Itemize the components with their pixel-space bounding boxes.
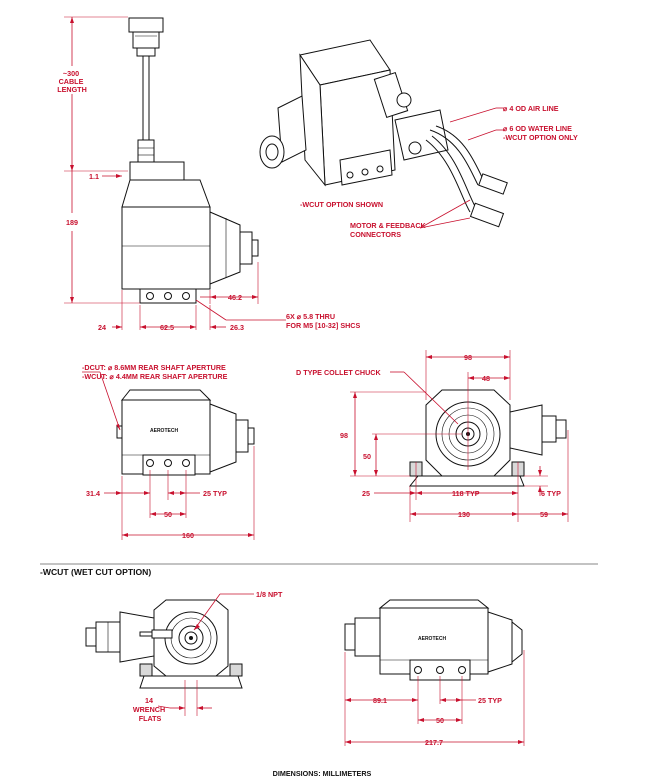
cable-length-line-2: CABLE [59, 77, 84, 86]
dims-end-view [350, 350, 569, 522]
cable-length-line-1: ~300 [63, 69, 79, 78]
wcut-side-view: AEROTECH [344, 599, 523, 681]
dim-130: 130 [458, 510, 470, 519]
dim-6-typ: 6 TYP [541, 489, 561, 498]
isometric-view [259, 39, 508, 228]
wrench-flats-line-3: FLATS [139, 714, 162, 723]
wcut-side-brand: AEROTECH [418, 636, 446, 642]
dim-31-4: 31.4 [86, 489, 100, 498]
dim-160: 160 [182, 531, 194, 540]
dim-98-side: 98 [340, 431, 348, 440]
dim-98-top: 98 [464, 353, 472, 362]
rear-aperture-note: -DCUT: ⌀ 8.6MM REAR SHAFT APERTURE -WCUT… [82, 363, 228, 381]
dims-wcut-end-view [157, 593, 254, 716]
thru-holes-note: 6X ⌀ 5.8 THRU FOR M5 [10-32] SHCS [286, 312, 360, 330]
dims-isometric [419, 107, 504, 229]
dim-24: 24 [98, 323, 106, 332]
dim-1-1: 1.1 [89, 172, 99, 181]
dim-25-left: 25 [362, 489, 370, 498]
dim-118-typ: 118 TYP [452, 489, 480, 498]
side-view: AEROTECH [116, 389, 255, 476]
rear-aperture-line-2: -WCUT: ⌀ 4.4MM REAR SHAFT APERTURE [82, 372, 228, 381]
water-line-label: ⌀ 6 OD WATER LINE -WCUT OPTION ONLY [503, 124, 578, 142]
wrench-flats-label: 14 WRENCH FLATS [133, 696, 167, 723]
water-line-2: -WCUT OPTION ONLY [503, 133, 578, 142]
section-title: -WCUT (WET CUT OPTION) [40, 567, 151, 577]
dims-side-view [82, 371, 255, 540]
dim-50-side: 50 [363, 452, 371, 461]
dim-50: 50 [164, 510, 172, 519]
side-view-brand: AEROTECH [150, 428, 178, 434]
wrench-flats-line-1: 14 [145, 696, 153, 705]
dim-46-2: 46.2 [228, 293, 242, 302]
front-view-with-cable [121, 17, 259, 304]
dim-217-7: 217.7 [425, 738, 443, 747]
rear-aperture-line-1: -DCUT: ⌀ 8.6MM REAR SHAFT APERTURE [82, 363, 226, 372]
connectors-line-2: CONNECTORS [350, 230, 401, 239]
dim-89-1: 89.1 [373, 696, 387, 705]
end-view [408, 389, 567, 487]
npt-label: 1/8 NPT [256, 590, 283, 599]
thru-holes-line-1: 6X ⌀ 5.8 THRU [286, 312, 335, 321]
collet-chuck-label: D TYPE COLLET CHUCK [296, 368, 381, 377]
dim-25-typ: 25 TYP [203, 489, 227, 498]
water-line-1: ⌀ 6 OD WATER LINE [503, 124, 572, 133]
dim-48: 48 [482, 374, 490, 383]
wcut-shown-label: -WCUT OPTION SHOWN [300, 200, 383, 209]
thru-holes-line-2: FOR M5 [10-32] SHCS [286, 321, 360, 330]
dims-wcut-side-view [344, 650, 525, 746]
dimensions-units-footer: DIMENSIONS: MILLIMETERS [273, 769, 372, 778]
wrench-flats-line-2: WRENCH [133, 705, 165, 714]
wcut-end-view [85, 599, 243, 689]
cable-length-label: ~300 CABLE LENGTH [57, 69, 87, 94]
air-line-label: ⌀ 4 OD AIR LINE [503, 104, 559, 113]
dim-189: 189 [66, 218, 78, 227]
dims-front-view [64, 16, 286, 330]
connectors-label: MOTOR & FEEDBACK CONNECTORS [350, 221, 428, 239]
dim-59: 59 [540, 510, 548, 519]
cable-length-line-3: LENGTH [57, 85, 87, 94]
dim-62-5: 62.5 [160, 323, 174, 332]
dim-25-typ-b: 25 TYP [478, 696, 502, 705]
connectors-line-1: MOTOR & FEEDBACK [350, 221, 427, 230]
dim-50-b: 50 [436, 716, 444, 725]
dim-26-3: 26.3 [230, 323, 244, 332]
